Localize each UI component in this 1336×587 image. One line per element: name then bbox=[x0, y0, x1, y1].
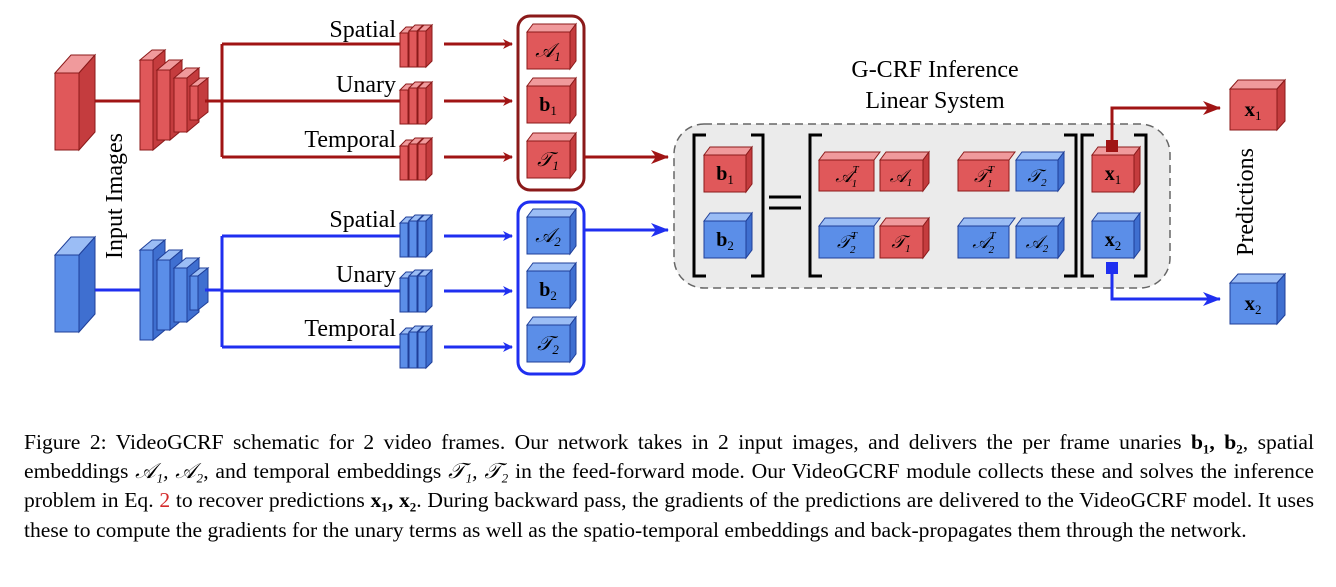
cube-b1: b1 bbox=[526, 76, 577, 125]
temporal-stack-2 bbox=[398, 324, 434, 370]
svg-text:𝒯T1: 𝒯T1 bbox=[974, 164, 995, 190]
vec-x1: x1 bbox=[1091, 145, 1141, 194]
caption-unaries: b₁, b₂ bbox=[1190, 430, 1243, 454]
inference-title-line2: Linear System bbox=[865, 88, 1005, 114]
prediction-x2: x2 bbox=[1228, 272, 1287, 326]
frame1-output-box bbox=[516, 14, 586, 192]
caption-mid1: , spatial embeddings bbox=[24, 430, 1314, 484]
videogcrf-schematic: Spatial Unary Temporal 𝒜1 b1 𝒯1 bbox=[53, 14, 1287, 376]
temporal-label-1: Temporal bbox=[304, 127, 396, 153]
inference-title-line1: G-CRF Inference bbox=[851, 57, 1018, 83]
spatial-label-2: Spatial bbox=[329, 207, 396, 233]
encoder-1 bbox=[138, 48, 210, 152]
caption-mid2: , and temporal embeddings bbox=[203, 459, 449, 484]
svg-text:𝒜1: 𝒜1 bbox=[890, 166, 913, 189]
cube-A1: 𝒜1 bbox=[526, 22, 577, 71]
cube-T2: 𝒯2 bbox=[526, 315, 577, 364]
spatial-stack-2 bbox=[398, 213, 434, 259]
frame2-output-box bbox=[516, 200, 586, 376]
cube-b2: b2 bbox=[526, 261, 577, 310]
spatial-stack-1 bbox=[398, 23, 434, 69]
caption-lead: Figure 2: VideoGCRF schematic for 2 vide… bbox=[24, 430, 1191, 454]
caption-temporal: 𝒯₁, 𝒯₂ bbox=[448, 459, 509, 484]
caption-spatial: 𝒜₁, 𝒜₂ bbox=[135, 459, 204, 484]
prediction-x1: x1 bbox=[1228, 78, 1287, 132]
predictions-label: Predictions bbox=[1233, 148, 1259, 256]
svg-text:𝒯T2: 𝒯T2 bbox=[837, 230, 858, 256]
vec-b2: b2 bbox=[703, 211, 753, 260]
caption-mid4: to recover predictions bbox=[170, 488, 371, 513]
unary-stack-2 bbox=[398, 268, 434, 314]
unary-label-1: Unary bbox=[336, 72, 396, 98]
vec-b1: b1 bbox=[703, 145, 753, 194]
caption-predictions: x₁, x₂ bbox=[370, 488, 417, 513]
spatial-label-1: Spatial bbox=[329, 17, 396, 43]
caption-tail: . During backward pass, the gradients of… bbox=[24, 488, 1314, 542]
caption-mid3: in the feed-forward mode. Our VideoGCRF … bbox=[24, 459, 1314, 513]
cube-A2: 𝒜2 bbox=[526, 207, 577, 256]
unary-label-2: Unary bbox=[336, 262, 396, 288]
unary-stack-1 bbox=[398, 80, 434, 126]
temporal-stack-1 bbox=[398, 136, 434, 182]
temporal-label-2: Temporal bbox=[304, 316, 396, 342]
frame1-stream: Spatial Unary Temporal 𝒜1 b1 𝒯1 bbox=[53, 14, 669, 192]
encoder-2 bbox=[138, 238, 210, 342]
equation-reference-link[interactable]: 2 bbox=[159, 488, 171, 513]
cube-T1: 𝒯1 bbox=[526, 131, 577, 180]
input-images-label: Input Images bbox=[102, 133, 128, 259]
input-image-1 bbox=[53, 53, 97, 152]
figure-caption: Figure 2: VideoGCRF schematic for 2 vide… bbox=[24, 428, 1314, 545]
vec-x2: x2 bbox=[1091, 211, 1141, 260]
frame2-stream: Spatial Unary Temporal 𝒜2 b2 𝒯2 bbox=[53, 200, 669, 376]
input-image-2 bbox=[53, 235, 97, 334]
